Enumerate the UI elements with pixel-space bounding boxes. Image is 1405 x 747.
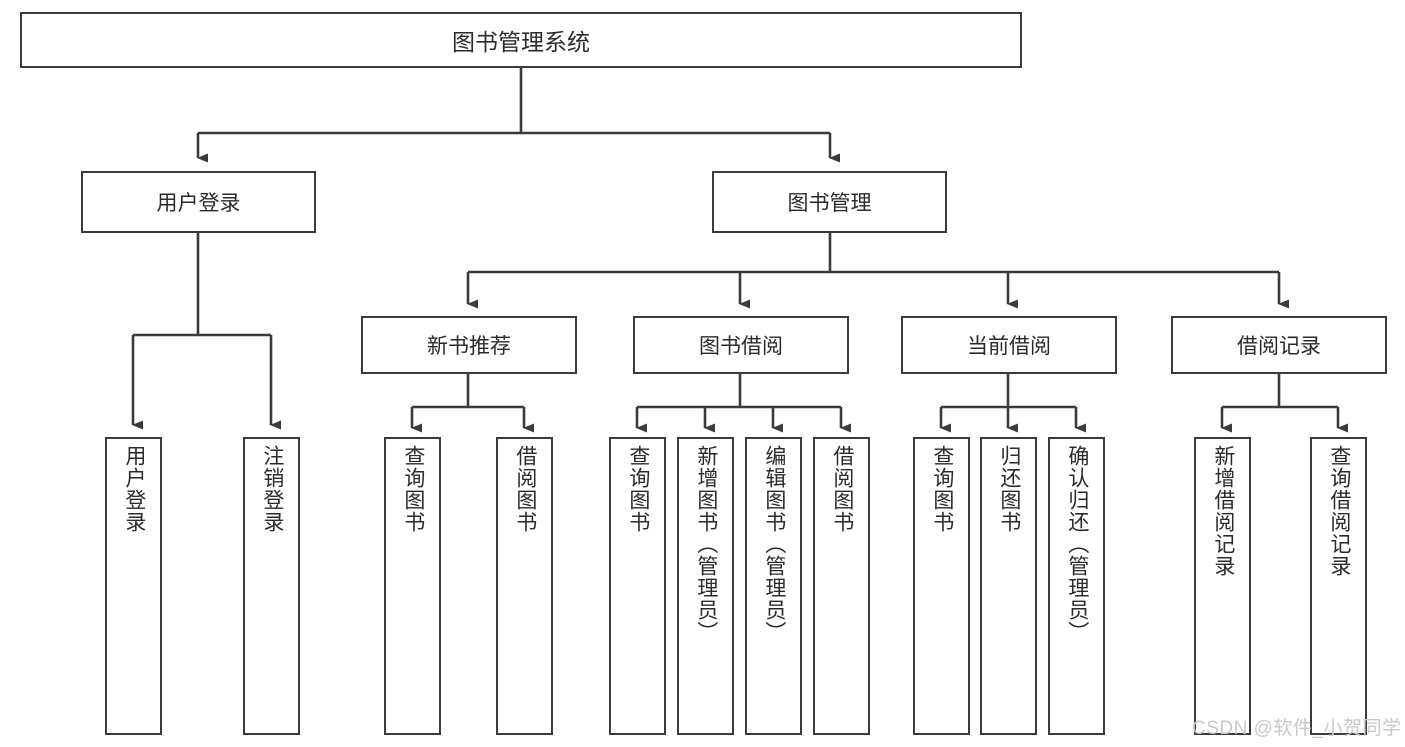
node-label: 查询借阅记录 bbox=[1327, 445, 1351, 577]
node-label: 借阅图书 bbox=[830, 445, 854, 533]
leaf-query-borrow-record[interactable]: 查询借阅记录 bbox=[1310, 437, 1367, 735]
leaf-query-book-current[interactable]: 查询图书 bbox=[913, 437, 970, 735]
leaf-confirm-return-admin[interactable]: 确认归还（管理员） bbox=[1048, 437, 1105, 735]
node-label: 图书管理 bbox=[787, 192, 872, 215]
node-label: 确认归还（管理员） bbox=[1065, 445, 1089, 643]
leaf-add-book-admin[interactable]: 新增图书（管理员） bbox=[677, 437, 734, 735]
node-book-borrow[interactable]: 图书借阅 bbox=[633, 316, 849, 374]
node-current-borrow[interactable]: 当前借阅 bbox=[901, 316, 1117, 374]
node-label: 当前借阅 bbox=[967, 335, 1051, 358]
node-label: 用户登录 bbox=[156, 192, 241, 215]
node-label: 图书借阅 bbox=[699, 335, 783, 358]
node-label: 查询图书 bbox=[401, 445, 425, 533]
node-label: 新增图书（管理员） bbox=[694, 445, 718, 643]
node-label: 借阅记录 bbox=[1237, 335, 1321, 358]
leaf-borrow-book-new[interactable]: 借阅图书 bbox=[496, 437, 553, 735]
node-label: 借阅图书 bbox=[513, 445, 537, 533]
node-label: 查询图书 bbox=[930, 445, 954, 533]
node-book-management[interactable]: 图书管理 bbox=[712, 171, 947, 233]
node-label: 用户登录 bbox=[122, 445, 146, 533]
node-label: 新书推荐 bbox=[427, 335, 511, 358]
leaf-query-book-new[interactable]: 查询图书 bbox=[384, 437, 441, 735]
node-label: 归还图书 bbox=[997, 445, 1021, 533]
leaf-borrow-book[interactable]: 借阅图书 bbox=[813, 437, 870, 735]
node-label: 查询图书 bbox=[626, 445, 650, 533]
leaf-logout-login[interactable]: 注销登录 bbox=[243, 437, 300, 735]
node-label: 新增借阅记录 bbox=[1211, 445, 1235, 577]
node-borrow-record[interactable]: 借阅记录 bbox=[1171, 316, 1387, 374]
leaf-query-book-borrow[interactable]: 查询图书 bbox=[609, 437, 666, 735]
leaf-return-book[interactable]: 归还图书 bbox=[980, 437, 1037, 735]
leaf-edit-book-admin[interactable]: 编辑图书（管理员） bbox=[745, 437, 802, 735]
node-label: 编辑图书（管理员） bbox=[762, 445, 786, 643]
node-label: 图书管理系统 bbox=[452, 29, 590, 55]
leaf-user-login[interactable]: 用户登录 bbox=[105, 437, 162, 735]
leaf-add-borrow-record[interactable]: 新增借阅记录 bbox=[1194, 437, 1251, 735]
node-user-login[interactable]: 用户登录 bbox=[81, 171, 316, 233]
node-root-system[interactable]: 图书管理系统 bbox=[20, 12, 1022, 68]
csdn-watermark: CSDN @软件_小贺同学 bbox=[1192, 718, 1402, 739]
node-new-book-recommend[interactable]: 新书推荐 bbox=[361, 316, 577, 374]
node-label: 注销登录 bbox=[260, 445, 284, 533]
